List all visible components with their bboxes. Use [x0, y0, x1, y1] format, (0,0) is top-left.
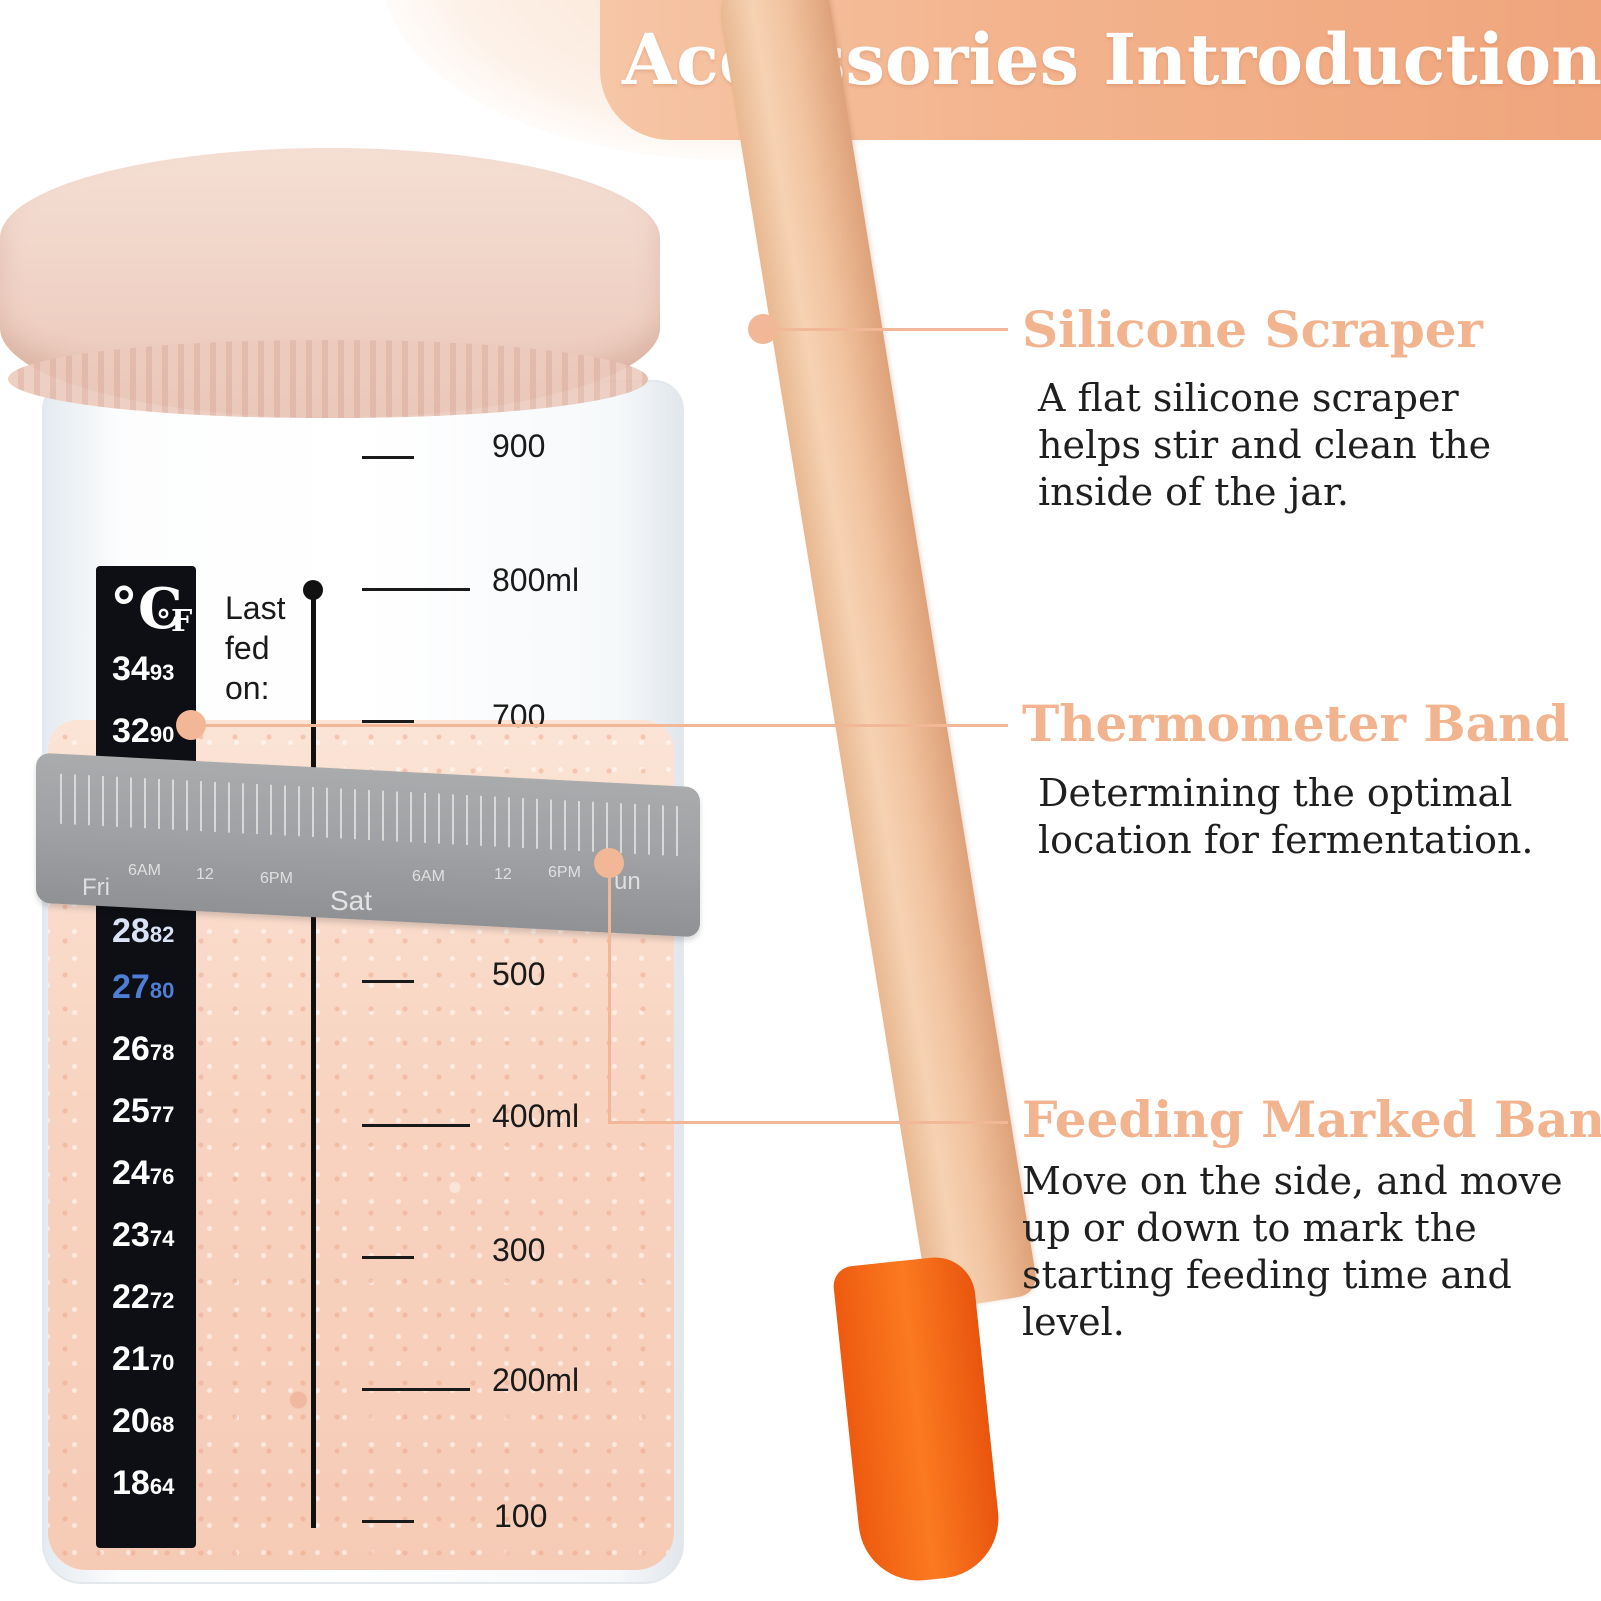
mark-tick-500 [362, 980, 414, 983]
temp-row: 2068 [112, 1402, 175, 1440]
section-title-thermometer: Thermometer Band [1022, 694, 1570, 753]
band-time-label: 12 [494, 866, 512, 883]
mark-label-300: 300 [492, 1232, 546, 1268]
callout-vline-feeding [608, 862, 611, 1124]
mark-label-700: 700 [492, 698, 546, 734]
band-time-label: 6PM [260, 870, 293, 887]
section-desc-thermometer: Determining the optimal location for fer… [1038, 771, 1534, 862]
mark-tick-300 [362, 1256, 414, 1259]
scraper-handle [712, 0, 1039, 1312]
section-title-scraper: Silicone Scraper [1022, 300, 1483, 359]
temp-row: 2170 [112, 1340, 175, 1378]
temp-row: 3493 [112, 650, 175, 688]
callout-line-scraper [762, 328, 1008, 331]
temp-row: 2272 [112, 1278, 175, 1316]
temp-row: 1864 [112, 1464, 175, 1502]
section-desc-feeding: Move on the side, and move up or down to… [1022, 1159, 1563, 1344]
mark-label-900: 900 [492, 428, 546, 464]
mark-label-800: 800ml [492, 562, 580, 598]
temp-row: 2882 [112, 912, 175, 950]
callout-line-thermometer [190, 724, 1008, 727]
feeding-line-dot [303, 580, 323, 600]
section-title-feeding: Feeding Marked Band [1022, 1090, 1601, 1149]
mark-label-500: 500 [492, 956, 546, 992]
cloth-elastic-band [8, 340, 648, 418]
callout-line-feeding [608, 1121, 1008, 1124]
scraper-silicone-head [831, 1253, 1005, 1587]
mark-tick-200 [362, 1388, 470, 1391]
temp-row: 2678 [112, 1030, 175, 1068]
temp-row: 2476 [112, 1154, 175, 1192]
mark-tick-400 [362, 1124, 470, 1127]
band-day-fri: Fri [82, 874, 110, 901]
band-day-sat: Sat [330, 885, 373, 916]
temp-row: 2577 [112, 1092, 175, 1130]
band-time-label: 6AM [128, 862, 161, 879]
temp-row: 2780 [112, 968, 175, 1006]
temp-row: 3290 [112, 712, 175, 750]
last-fed-label: Last fed on: [225, 590, 286, 706]
celsius-label: °C [110, 576, 183, 642]
mark-label-200: 200ml [492, 1362, 580, 1398]
mark-label-400: 400ml [492, 1098, 580, 1134]
section-desc-scraper: A flat silicone scraper helps stir and c… [1038, 376, 1492, 514]
band-time-label: 12 [196, 866, 214, 883]
fahrenheit-label: °F [156, 604, 193, 639]
mark-tick-700 [362, 720, 414, 723]
temp-row: 2374 [112, 1216, 175, 1254]
band-time-label: 6PM [548, 864, 581, 881]
band-time-label: 6AM [412, 868, 445, 885]
feeding-line [311, 588, 316, 1528]
mark-tick-800 [362, 588, 470, 591]
mark-tick-900 [362, 456, 414, 459]
mark-tick-100 [362, 1520, 414, 1523]
mark-label-100: 100 [494, 1498, 548, 1534]
